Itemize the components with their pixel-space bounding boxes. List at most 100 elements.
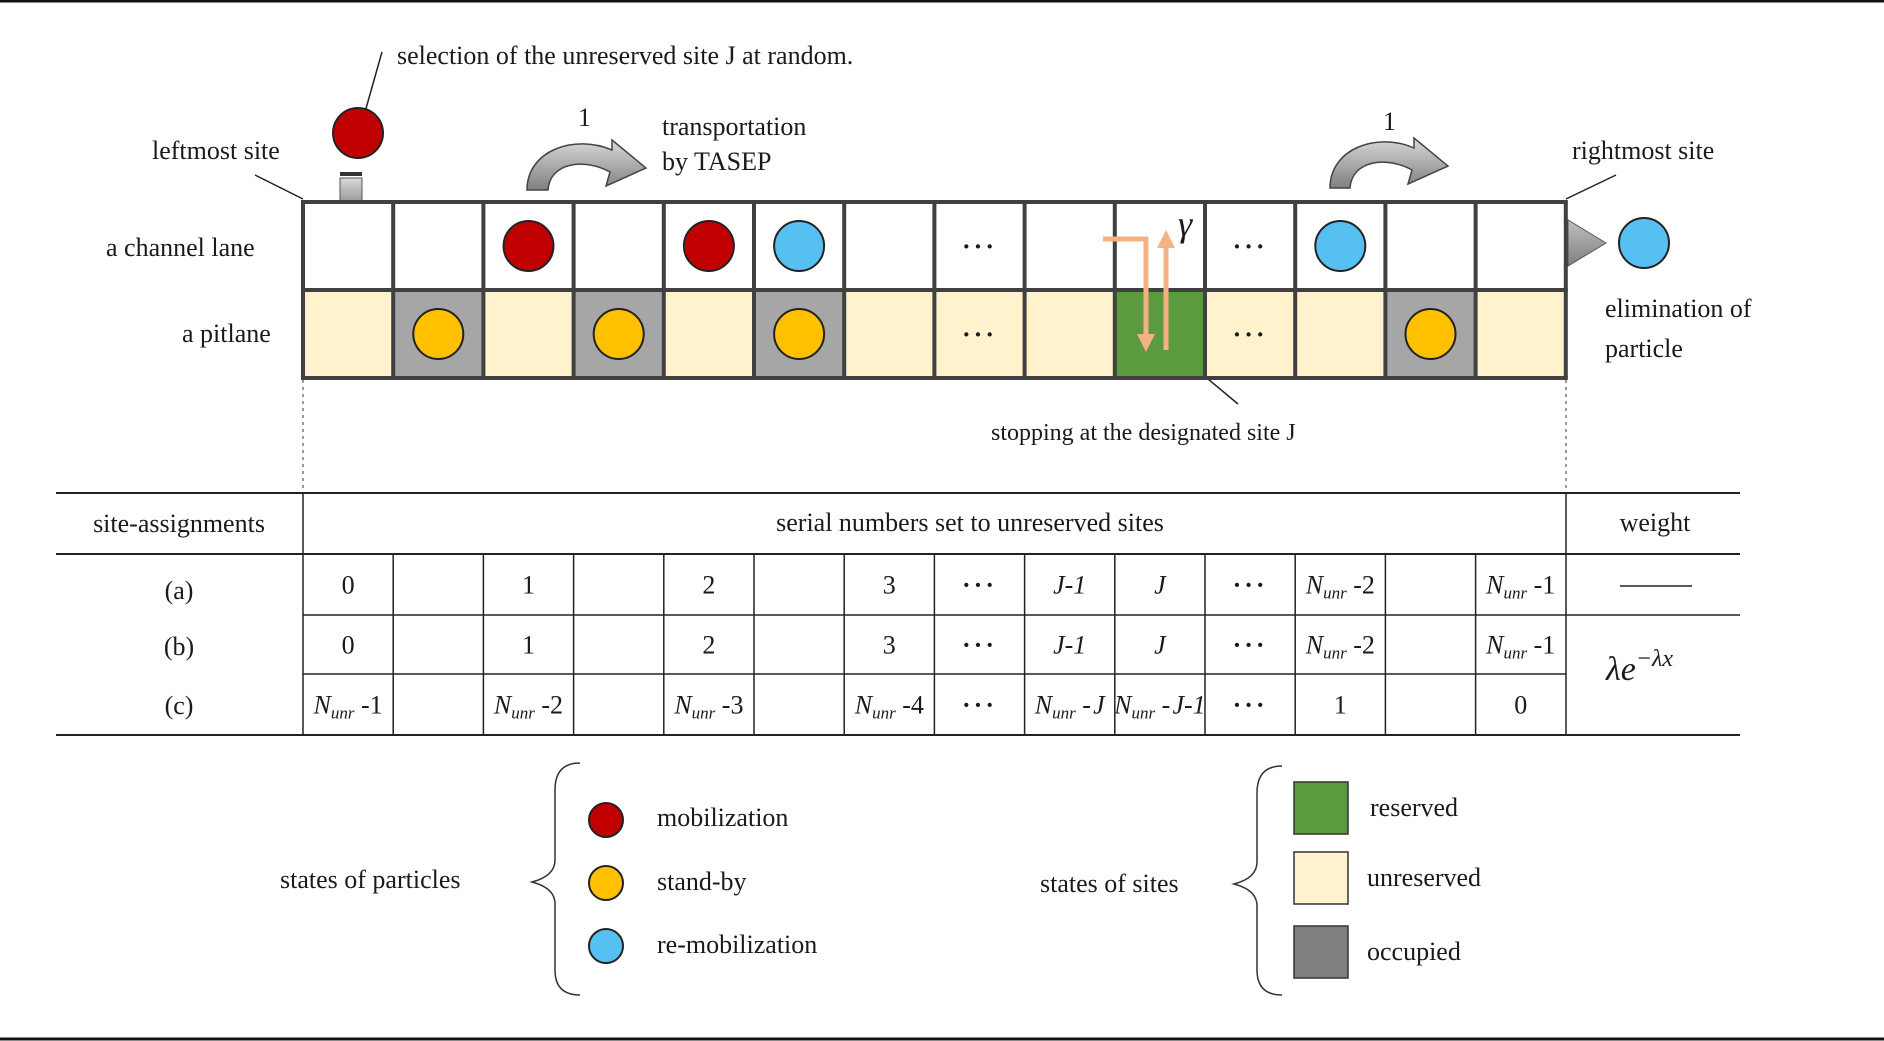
- legend-occupied-swatch: [1293, 925, 1349, 979]
- channel-site-8: [1024, 202, 1115, 290]
- pit-particle-standby-5: [773, 308, 826, 360]
- legend-unreserved-swatch: [1293, 851, 1349, 905]
- particles-legend-title: states of particles: [280, 865, 461, 894]
- cell-row_c-11: 1: [1334, 691, 1347, 720]
- cell-row_a-0: 0: [342, 571, 355, 600]
- sites-legend-title: states of sites: [1040, 869, 1179, 898]
- rightmost-site-label: rightmost site: [1572, 136, 1714, 165]
- particles-brace: [529, 762, 581, 996]
- cell-row_b-8: J-1: [1053, 631, 1086, 660]
- leftmost-leader-line: [254, 174, 304, 200]
- stopping-label: stopping at the designated site J: [991, 420, 1296, 446]
- pit-particle-standby-12: [1404, 308, 1457, 360]
- weight-bc: λe−λx: [1605, 646, 1673, 688]
- channel-site-3: [573, 202, 664, 290]
- eliminated-particle: [1618, 217, 1670, 269]
- cell-row_b-11: Nunr -2: [1305, 631, 1375, 663]
- header-site-assignments: site-assignments: [93, 509, 265, 538]
- cell-row_c-8: Nunr - J: [1034, 691, 1106, 723]
- pit-site-11-unreserved: [1295, 290, 1386, 378]
- weight-bc-exponent: −λx: [1636, 646, 1674, 672]
- cell-row_b-9: J: [1154, 631, 1167, 660]
- cell-row_a-8: J-1: [1053, 571, 1086, 600]
- legend: states of particles mobilization stand-b…: [280, 762, 1481, 996]
- channel-site-1: [393, 202, 484, 290]
- pitlane-sites: [303, 290, 1566, 378]
- legend-reserved-label: reserved: [1370, 793, 1458, 822]
- pit-site-0-unreserved: [303, 290, 394, 378]
- channel-site-6: [844, 202, 935, 290]
- legend-standby-swatch: [588, 865, 624, 901]
- pit-site-8-unreserved: [1024, 290, 1115, 378]
- hop-arrow-right: [1329, 136, 1450, 189]
- header-weight: weight: [1620, 508, 1692, 537]
- cell-row_c-0: Nunr -1: [313, 691, 383, 723]
- cell-row_c-9: Nunr - J-1: [1113, 691, 1206, 723]
- channel-site-12: [1385, 202, 1476, 290]
- legend-standby-label: stand-by: [657, 867, 747, 896]
- cell-row_a-4: 2: [702, 571, 715, 600]
- channel-site-7: [934, 202, 1025, 290]
- pit-site-7-unreserved: [934, 290, 1025, 378]
- legend-reserved-swatch: [1293, 781, 1349, 835]
- pit-particle-standby-1: [412, 308, 465, 360]
- cell-row_a-9: J: [1154, 571, 1167, 600]
- channel-particle-remobilization-5: [773, 220, 826, 272]
- pit-site-6-unreserved: [844, 290, 935, 378]
- rightmost-leader-line: [1565, 174, 1617, 200]
- selection-leader-line: [364, 51, 383, 113]
- legend-unreserved-label: unreserved: [1367, 863, 1481, 892]
- cell-row_b-6: 3: [883, 631, 896, 660]
- elimination-line1: elimination of: [1605, 294, 1752, 323]
- legend-remobilization-label: re-mobilization: [657, 930, 817, 959]
- cell-row_a-7: ···: [962, 571, 997, 600]
- header-serial-numbers: serial numbers set to unreserved sites: [776, 508, 1164, 537]
- table-grid: [303, 554, 1740, 735]
- transport-line2: by TASEP: [662, 147, 771, 176]
- pit-site-9-reserved: [1114, 290, 1205, 378]
- channel-particle-mobilization-4: [682, 220, 735, 272]
- legend-mobilization-swatch: [588, 802, 624, 838]
- site-assignment-table: site-assignments serial numbers set to u…: [56, 492, 1740, 736]
- pit-site-13-unreserved: [1475, 290, 1566, 378]
- gamma-rate: γ: [1178, 204, 1193, 244]
- channel-site-0: [303, 202, 394, 290]
- cell-row_c-13: 0: [1514, 691, 1527, 720]
- cell-row_c-7: ···: [962, 691, 997, 720]
- cell-row_c-2: Nunr -2: [493, 691, 563, 723]
- row-label-a: (a): [165, 576, 194, 605]
- legend-mobilization-label: mobilization: [657, 803, 788, 832]
- cell-row_b-13: Nunr -1: [1485, 631, 1555, 663]
- leftmost-site-label: leftmost site: [152, 136, 280, 165]
- channel-lane-label: a channel lane: [106, 233, 255, 262]
- pit-site-4-unreserved: [663, 290, 754, 378]
- cell-row_b-7: ···: [962, 631, 997, 660]
- channel-site-13: [1475, 202, 1566, 290]
- hop-arrow-left: [526, 138, 648, 191]
- channel-particle-mobilization-2: [502, 220, 555, 272]
- cell-row_c-10: ···: [1233, 691, 1268, 720]
- cell-row_a-2: 1: [522, 571, 535, 600]
- cell-row_a-11: Nunr -2: [1305, 571, 1375, 603]
- cell-row_c-6: Nunr -4: [854, 691, 924, 723]
- row-label-c: (c): [165, 691, 194, 720]
- cell-row_b-0: 0: [342, 631, 355, 660]
- channel-lane-sites: [303, 202, 1566, 290]
- cell-row_b-10: ···: [1233, 631, 1268, 660]
- cell-row_c-4: Nunr -3: [673, 691, 743, 723]
- elimination-line2: particle: [1605, 334, 1683, 363]
- transport-line1: transportation: [662, 112, 806, 141]
- pit-particle-standby-3: [592, 308, 645, 360]
- pit-site-10-unreserved: [1205, 290, 1296, 378]
- channel-ellipsis-7: ···: [962, 232, 997, 261]
- legend-remobilization-swatch: [588, 928, 624, 964]
- hop-rate-left: 1: [578, 103, 591, 132]
- cell-row_b-2: 1: [522, 631, 535, 660]
- incoming-mobilized-particle: [332, 107, 384, 159]
- cell-row_b-4: 2: [702, 631, 715, 660]
- selection-label: selection of the unreserved site J at ra…: [397, 41, 853, 70]
- legend-occupied-label: occupied: [1367, 937, 1461, 966]
- channel-particle-remobilization-11: [1314, 220, 1367, 272]
